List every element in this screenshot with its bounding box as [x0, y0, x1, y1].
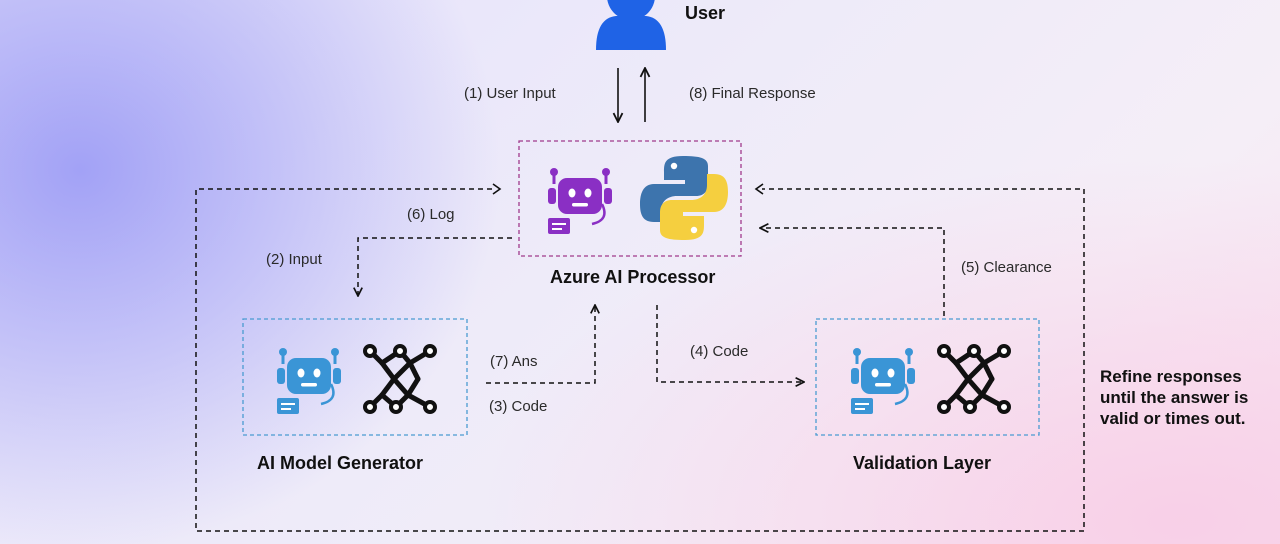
- generator-robot-icon: [275, 346, 343, 416]
- python-logo-icon: [640, 156, 728, 240]
- flow-code-to-validation: (4) Code: [690, 343, 749, 360]
- generator-box: [242, 318, 468, 436]
- refine-note-line: valid or times out.: [1100, 409, 1246, 428]
- user-label: User: [685, 3, 726, 23]
- processor-box: [518, 140, 742, 257]
- refine-note-line: Refine responses: [1100, 367, 1242, 386]
- processor-title: Azure AI Processor: [550, 267, 716, 287]
- validator-robot-icon: [849, 346, 917, 416]
- log-arrowhead: [492, 183, 502, 195]
- generator-title: AI Model Generator: [257, 453, 424, 473]
- flow-ans: (7) Ans: [490, 353, 538, 370]
- refine-note: Refine responses until the answer is val…: [1100, 366, 1248, 429]
- validator-box: [815, 318, 1040, 436]
- log-loop-connector: [195, 188, 1085, 532]
- flow-code-from-generator: (3) Code: [489, 398, 548, 415]
- flow-final-response: (8) Final Response: [689, 85, 816, 102]
- flow-log: (6) Log: [407, 206, 455, 223]
- loop-return-arrowhead: [754, 183, 764, 195]
- flow-clearance: (5) Clearance: [961, 259, 1052, 276]
- flow-input: (2) Input: [266, 251, 322, 268]
- flow-user-input: (1) User Input: [464, 85, 556, 102]
- validator-title: Validation Layer: [853, 453, 992, 473]
- user-icon: [596, 0, 666, 50]
- ans-connector: [486, 305, 595, 384]
- generator-network-icon: [365, 346, 435, 412]
- refine-note-line: until the answer is: [1100, 388, 1249, 407]
- validator-network-icon: [939, 346, 1009, 412]
- clearance-connector: [760, 228, 945, 316]
- processor-robot-icon: [546, 166, 614, 236]
- code-to-validation-connector: [656, 305, 804, 382]
- input-connector: [358, 237, 512, 296]
